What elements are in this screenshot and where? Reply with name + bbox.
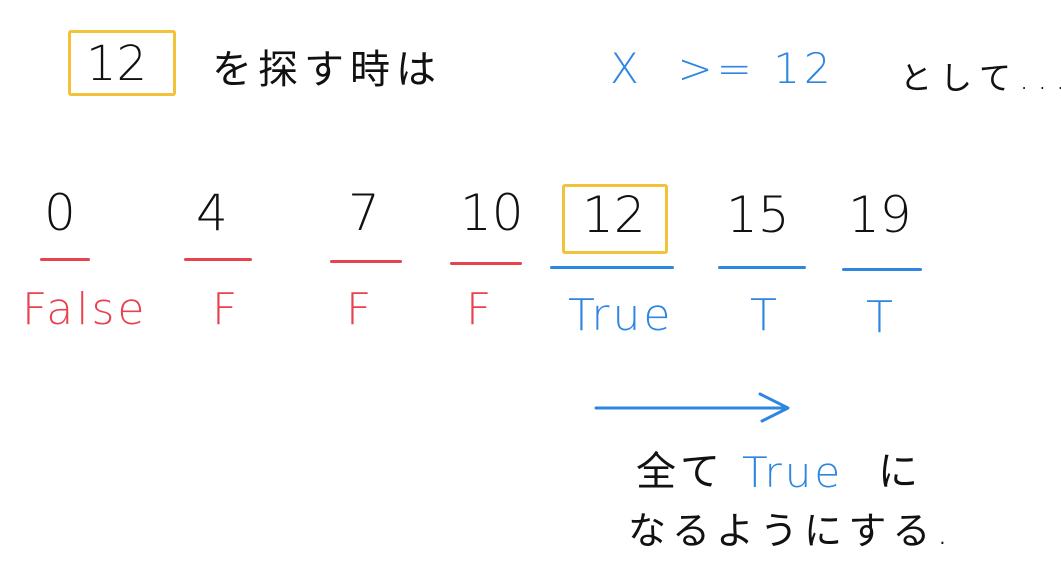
sequence-underline — [718, 266, 806, 269]
sequence-underline — [550, 266, 674, 269]
note-all: 全て — [636, 449, 724, 495]
sequence-flag: F — [466, 284, 495, 335]
note-line2: なるようにする. — [628, 509, 955, 553]
sequence-value: 4 — [196, 184, 228, 242]
sequence-value: 7 — [348, 184, 380, 242]
condition-expression: X >= 12 — [610, 44, 835, 93]
sequence-underline — [842, 268, 922, 271]
sequence-underline — [450, 262, 522, 265]
sequence-value: 0 — [44, 184, 76, 242]
sequence-value: 19 — [848, 186, 912, 244]
sequence-flag: False — [22, 284, 148, 335]
note-ni: に — [878, 449, 918, 495]
sequence-underline — [184, 258, 252, 261]
target-value: 12 — [86, 36, 148, 92]
sequence-flag: F — [212, 284, 241, 335]
sequence-value: 12 — [582, 186, 646, 244]
sequence-underline — [330, 260, 402, 263]
sequence-underline — [40, 258, 90, 261]
search-phrase: を探す時は — [212, 47, 442, 93]
sequence-flag: F — [346, 284, 375, 335]
highlight-box-12 — [562, 184, 668, 254]
sequence-value: 10 — [460, 184, 524, 242]
sequence-flag: True — [568, 290, 674, 341]
sequence-value: 15 — [726, 186, 790, 244]
sequence-flag: T — [866, 292, 896, 343]
target-highlight-box — [68, 30, 176, 96]
sequence-flag: T — [750, 290, 780, 341]
note-true: True — [742, 448, 844, 497]
right-arrow-icon — [594, 392, 790, 423]
condition-suffix: として... — [900, 59, 1061, 97]
